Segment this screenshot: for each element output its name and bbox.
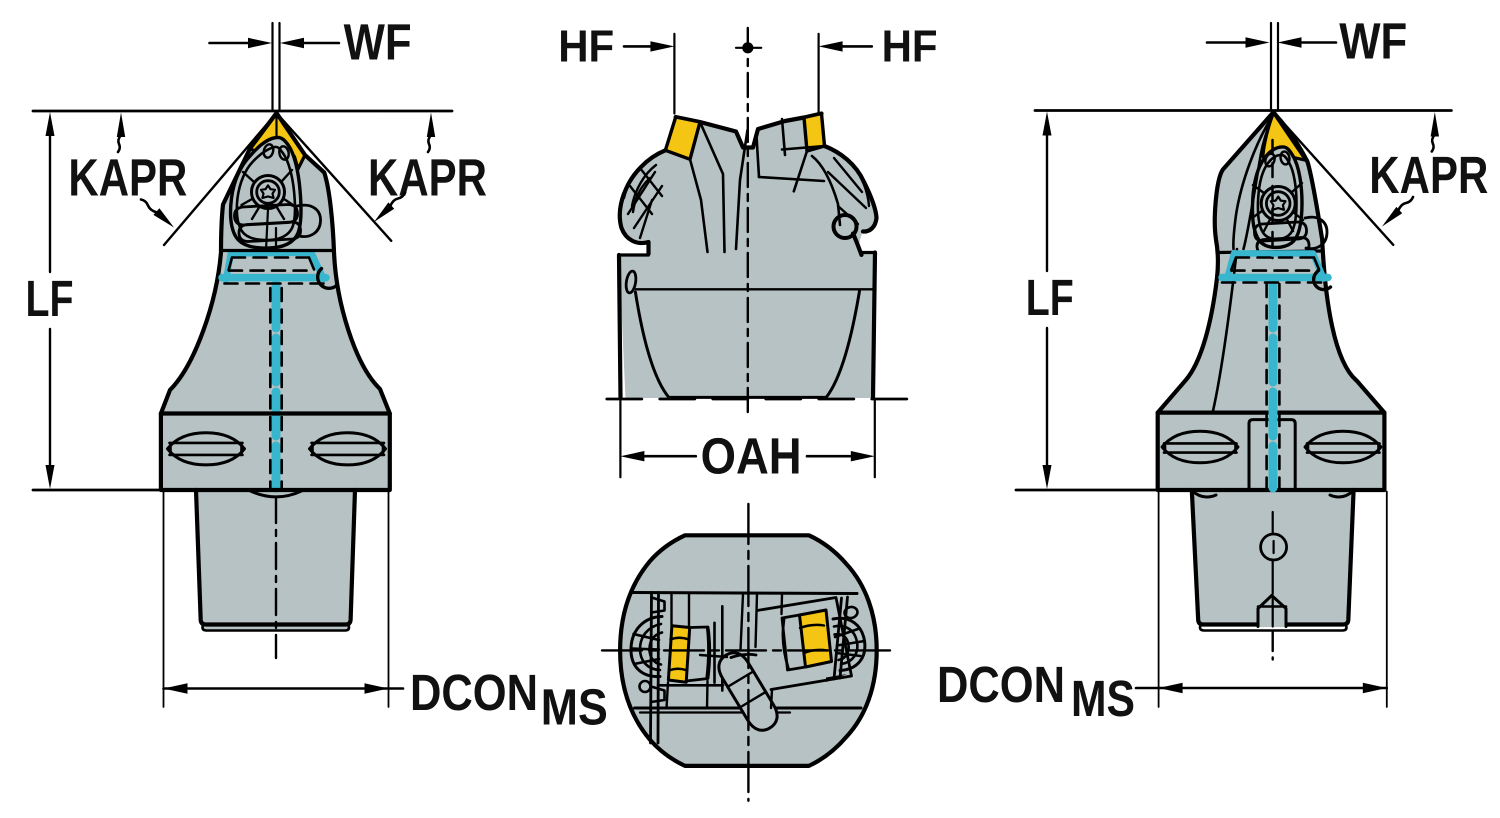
svg-text:DCON: DCON — [937, 656, 1065, 713]
svg-text:WF: WF — [1339, 13, 1407, 70]
svg-text:LF: LF — [26, 270, 74, 327]
svg-text:KAPR: KAPR — [368, 148, 487, 207]
svg-text:DCON: DCON — [410, 664, 538, 721]
svg-text:WF: WF — [344, 14, 412, 71]
svg-text:HF: HF — [882, 21, 938, 72]
svg-text:MS: MS — [541, 679, 608, 736]
svg-text:LF: LF — [1026, 269, 1074, 326]
svg-text:MS: MS — [1071, 670, 1135, 727]
svg-text:KAPR: KAPR — [68, 148, 187, 207]
svg-text:KAPR: KAPR — [1369, 146, 1488, 205]
svg-text:HF: HF — [558, 21, 614, 72]
svg-text:OAH: OAH — [701, 428, 802, 485]
